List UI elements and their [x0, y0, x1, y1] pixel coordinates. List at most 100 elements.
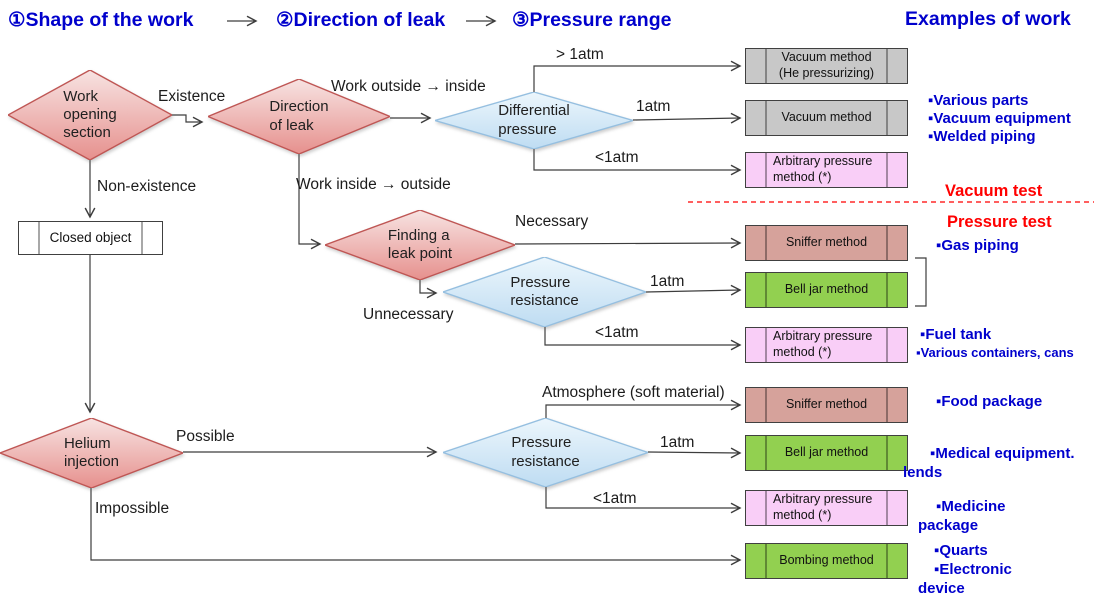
section-vacuum-test: Vacuum test	[945, 182, 1043, 200]
decision-label: Direction of leak	[269, 98, 329, 134]
method-bombing: Bombing method	[745, 543, 908, 579]
process-side-bar	[886, 226, 888, 260]
section-pressure-test: Pressure test	[947, 213, 1052, 231]
label-necessary: Necessary	[515, 213, 589, 230]
process-side-bar	[886, 388, 888, 422]
label-1atm-top: 1atm	[636, 98, 671, 115]
label-non-existence: Non-existence	[97, 178, 197, 195]
decision-label: Pressure resistance	[511, 434, 580, 470]
process-side-bar	[765, 388, 767, 422]
example-medicine: ▪Medicine	[936, 498, 1006, 515]
process-side-bar	[886, 328, 888, 362]
label-atmosphere: Atmosphere (soft material)	[542, 384, 725, 401]
label-lt-1atm-mid: <1atm	[595, 324, 639, 341]
header-step-pressure: ③Pressure range	[512, 9, 672, 31]
method-label: Arbitrary pressure method (*)	[773, 492, 873, 522]
example-medical-equipment-2: lends	[903, 464, 943, 481]
process-side-bar	[765, 436, 767, 470]
process-side-bar	[886, 153, 888, 187]
process-side-bar	[765, 101, 767, 135]
process-side-bar	[886, 101, 888, 135]
diamond-shape	[443, 418, 648, 487]
connector-existence	[172, 114, 204, 128]
diamond-shape	[325, 210, 515, 280]
process-side-bar	[765, 328, 767, 362]
process-side-bar	[886, 436, 888, 470]
example-welded-piping: ▪Welded piping	[928, 128, 1036, 145]
connector-gt1atm	[533, 60, 742, 92]
example-medicine-2: package	[918, 517, 979, 534]
method-vacuum: Vacuum method	[745, 100, 908, 136]
decision-label: Differential pressure	[498, 102, 570, 138]
label-gt-1atm: > 1atm	[556, 46, 604, 63]
label-lt-1atm-top: <1atm	[595, 149, 639, 166]
process-side-bar	[886, 49, 888, 83]
diamond-shape	[208, 79, 390, 154]
process-side-bar	[765, 49, 767, 83]
header-step-direction: ②Direction of leak	[276, 9, 446, 31]
process-side-bar	[765, 226, 767, 260]
label-work-inside-outside: Work inside → outside	[296, 176, 451, 193]
connector-inside-outside	[298, 154, 322, 250]
example-electronic: ▪Electronic	[934, 561, 1012, 578]
label-existence: Existence	[158, 88, 226, 105]
method-label: Sniffer method	[785, 397, 868, 412]
connector-1atm-top	[632, 112, 742, 124]
diamond-shape	[0, 418, 183, 488]
connector-unnecessary	[419, 280, 438, 299]
connector-atmosphere	[545, 399, 742, 418]
example-quarts: ▪Quarts	[934, 542, 988, 559]
decision-label: Helium injection	[63, 434, 120, 470]
process-side-bar	[765, 273, 767, 307]
method-label: Bell jar method	[784, 445, 869, 460]
process-side-bar	[765, 153, 767, 187]
example-food-package: ▪Food package	[936, 393, 1043, 410]
method-bell-jar-1: Bell jar method	[745, 272, 908, 308]
method-sniffer-1: Sniffer method	[745, 225, 908, 261]
method-arbitrary-2: Arbitrary pressure method (*)	[745, 327, 908, 363]
decision-pressure-resistance-mid: Pressure resistance	[443, 257, 646, 327]
method-vacuum-he: Vacuum method (He pressurizing)	[745, 48, 908, 84]
method-label: Vacuum method	[781, 110, 872, 125]
example-gas-piping: ▪Gas piping	[936, 237, 1019, 254]
bracket-gas-piping	[915, 257, 927, 307]
process-label: Closed object	[49, 229, 132, 245]
label-possible: Possible	[176, 428, 235, 445]
decision-work-opening: Work opening section	[8, 70, 172, 160]
process-side-bar	[886, 544, 888, 578]
connector-necessary	[514, 237, 742, 249]
diamond-shape	[443, 257, 646, 327]
method-sniffer-2: Sniffer method	[745, 387, 908, 423]
label-1atm-bot: 1atm	[660, 434, 695, 451]
header-step-shape: ①Shape of the work	[8, 9, 194, 31]
label-lt-1atm-bot: <1atm	[593, 490, 637, 507]
label-work-outside-inside: Work outside → inside	[331, 78, 486, 95]
decision-direction-of-leak: Direction of leak	[208, 79, 390, 154]
diamond-shape	[8, 70, 172, 160]
process-side-bar	[765, 491, 767, 525]
method-bell-jar-2: Bell jar method	[745, 435, 908, 471]
method-label: Sniffer method	[785, 235, 868, 250]
example-various-parts: ▪Various parts	[928, 92, 1029, 109]
method-label: Arbitrary pressure method (*)	[773, 154, 873, 184]
example-vacuum-equipment: ▪Vacuum equipment	[928, 110, 1071, 127]
process-side-bar	[886, 273, 888, 307]
diamond-shape	[435, 92, 633, 149]
connector-1atm-bot	[647, 447, 742, 459]
label-impossible: Impossible	[95, 500, 170, 517]
example-fuel-tank: ▪Fuel tank	[920, 326, 992, 343]
example-electronic-2: device	[918, 580, 965, 597]
decision-differential-pressure: Differential pressure	[435, 92, 633, 149]
process-side-bar	[765, 544, 767, 578]
header-examples-title: Examples of work	[905, 8, 1071, 30]
label-1atm-mid: 1atm	[650, 273, 685, 290]
decision-pressure-resistance-bottom: Pressure resistance	[443, 418, 648, 487]
method-arbitrary-1: Arbitrary pressure method (*)	[745, 152, 908, 188]
connector-impossible	[90, 488, 742, 566]
connector-lt1atm-bot	[545, 486, 742, 514]
process-side-bar	[38, 222, 40, 254]
decision-label: Work opening section	[63, 87, 117, 142]
method-arbitrary-3: Arbitrary pressure method (*)	[745, 490, 908, 526]
decision-label: Finding a leak point	[387, 226, 453, 262]
